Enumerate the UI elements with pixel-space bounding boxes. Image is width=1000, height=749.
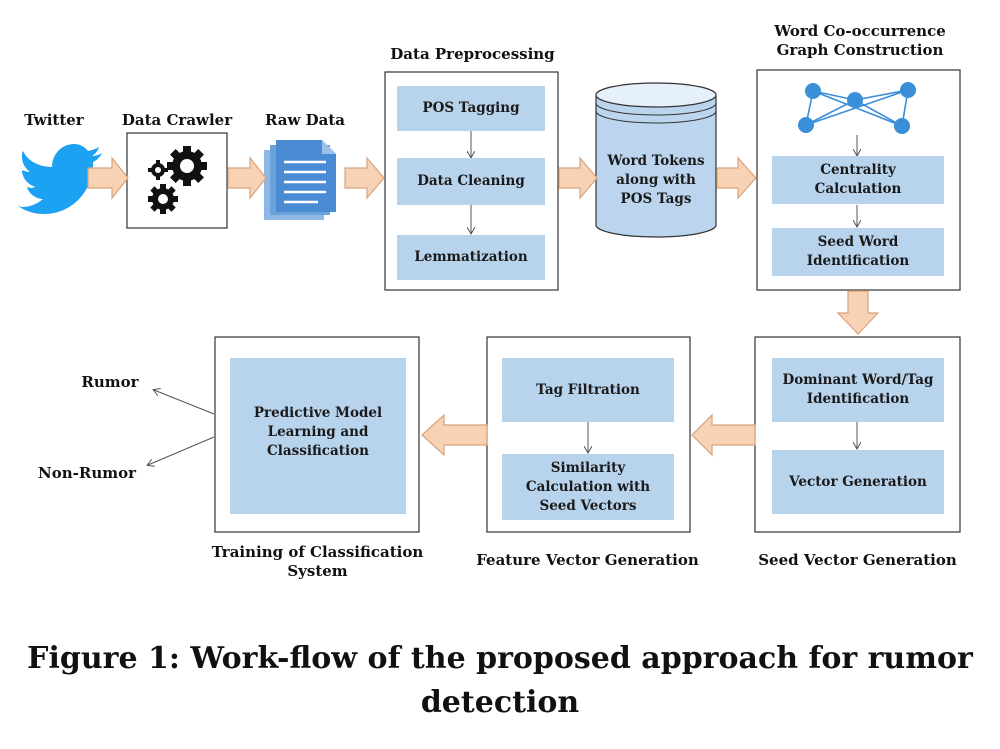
seed-word-identification-box: Seed Word Identification	[772, 228, 944, 276]
centrality-calculation-box: Centrality Calculation	[772, 156, 944, 204]
documents-icon	[264, 140, 336, 220]
graph-construction-label: Word Co-occurrence Graph Construction	[774, 22, 946, 59]
non-rumor-label: Non-Rumor	[38, 464, 136, 482]
data-cleaning-box: Data Cleaning	[397, 158, 545, 205]
raw-data-label: Raw Data	[264, 111, 346, 129]
figure-caption: Figure 1: Work-flow of the proposed appr…	[27, 641, 973, 720]
similarity-calculation-box: Similarity Calculation with Seed Vectors	[502, 454, 674, 520]
training-label: Training of Classification System	[211, 543, 424, 580]
predictive-model-box: Predictive Model Learning and Classifica…	[230, 358, 406, 514]
database-cylinder-icon	[595, 82, 717, 238]
graph-icon	[798, 82, 916, 134]
feature-vector-generation-label: Feature Vector Generation	[476, 551, 699, 569]
vector-generation-box: Vector Generation	[772, 450, 944, 514]
dominant-word-tag-box: Dominant Word/Tag Identification	[772, 358, 944, 422]
pos-tagging-box: POS Tagging	[397, 86, 545, 131]
word-tokens-label: Word Tokens along with POS Tags	[607, 152, 705, 207]
lemmatization-box: Lemmatization	[397, 235, 545, 280]
gears-icon	[148, 146, 207, 214]
data-preprocessing-label: Data Preprocessing	[390, 45, 555, 63]
twitter-bird-icon	[18, 144, 102, 214]
seed-vector-generation-label: Seed Vector Generation	[758, 551, 957, 569]
rumor-label: Rumor	[81, 373, 139, 391]
data-crawler-label: Data Crawler	[121, 111, 233, 129]
tag-filtration-box: Tag Filtration	[502, 358, 674, 422]
twitter-label: Twitter	[24, 111, 84, 129]
flow-arrows	[87, 156, 880, 457]
